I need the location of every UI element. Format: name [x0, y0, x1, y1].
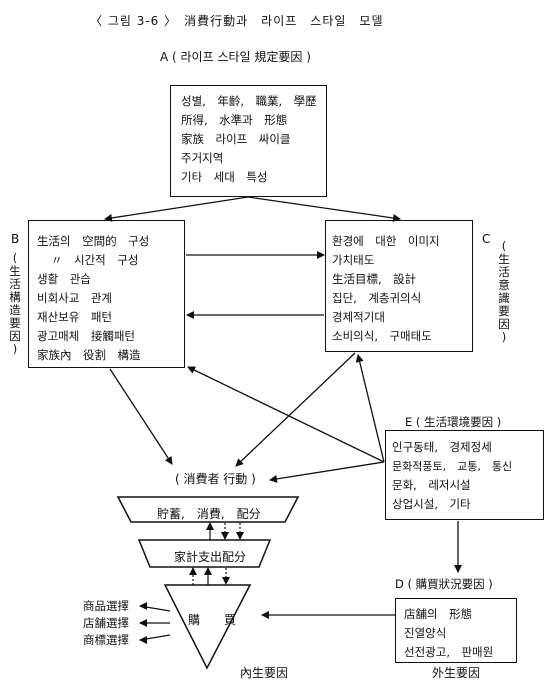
- box-a-line: 성별, 年齡, 職業, 學歷: [181, 94, 317, 108]
- box-d-label: D ( 購買狀況要因 ): [395, 577, 493, 591]
- box-c-line: 환경에 대한 이미지: [332, 234, 440, 248]
- box-b-line: 재산보유 패턴: [37, 310, 112, 324]
- funnel-level-2-label: 家計支出配分: [174, 550, 247, 564]
- box-d-line: 진열양식: [404, 626, 447, 640]
- box-b-letter: B: [11, 232, 20, 246]
- box-d-line: 店舗의 形態: [404, 607, 473, 621]
- arrow-e-to-consumer: [269, 461, 385, 483]
- box-b-line: 生活의 空間的 구성: [37, 234, 150, 248]
- arrow-c-to-consumer: [235, 352, 356, 467]
- funnel-level-3-label: 購 買: [188, 613, 237, 627]
- arrow-e-to-b: [187, 366, 385, 463]
- box-e: 인구동태, 경제정세 문화적풍토, 교통, 통신 문화, 레저시설 상업시설, …: [385, 430, 544, 520]
- selection-brand: 商標選擇: [83, 633, 129, 647]
- funnel-level-1: [116, 496, 300, 523]
- funnel-level-3: [163, 584, 252, 670]
- box-d-line: 선전광고, 판매원: [404, 645, 494, 659]
- box-b-vertical-label: (生活構造要因): [9, 251, 21, 356]
- box-a-line: 所得, 水準과 形態: [181, 113, 288, 127]
- box-b-line: 비회사교 관계: [37, 291, 112, 305]
- arrow-a-to-c: [247, 196, 401, 222]
- funnel-level-1-label: 貯蓄, 消費, 配分: [157, 507, 261, 521]
- box-b-line: 광고매체 接觸패턴: [37, 329, 135, 343]
- box-c: 환경에 대한 이미지 가치태도 生活目標, 設計 집단, 계층귀의식 경제적기대…: [325, 220, 473, 352]
- consumer-behavior-label: ( 消費者 行動 ): [175, 472, 256, 486]
- box-e-line: 문화, 레저시설: [392, 478, 471, 492]
- selection-arrow-3: [139, 634, 171, 641]
- box-b-line: 생활 관습: [37, 272, 91, 286]
- box-e-line: 인구동태, 경제정세: [392, 440, 492, 454]
- box-a-line: 주거지역: [181, 151, 224, 165]
- box-a-label: A ( 라이프 스타일 規定要因 ): [160, 50, 311, 64]
- box-b-line: 〃 시간적 구성: [51, 253, 139, 267]
- funnel-level-2: [137, 539, 272, 568]
- box-c-line: 소비의식, 구매태도: [332, 329, 432, 343]
- figure-title: 〈 그림 3-6 〉 消費行動과 라이프 스타일 모델: [90, 14, 384, 28]
- box-d: 店舗의 形態 진열양식 선전광고, 판매원: [395, 598, 517, 663]
- box-b-line: 家族內 役割 構造: [37, 348, 141, 362]
- arrow-e-to-c: [355, 354, 385, 463]
- box-c-line: 가치태도: [332, 253, 375, 267]
- box-a-line: 家族 라이프 싸이클: [181, 132, 291, 146]
- box-e-line: 상업시설, 기타: [392, 497, 471, 511]
- arrow-b-to-consumer: [109, 368, 173, 465]
- box-a: 성별, 年齡, 職業, 學歷 所得, 水準과 形態 家族 라이프 싸이클 주거지…: [170, 85, 327, 197]
- box-e-line: 문화적풍토, 교통, 통신: [392, 460, 513, 473]
- selection-product: 商品選擇: [83, 599, 129, 613]
- box-c-vertical-label: (生活意識要因): [498, 239, 510, 344]
- box-a-line: 기타 세대 특성: [181, 170, 268, 184]
- selection-arrow-1: [139, 605, 171, 612]
- box-e-label: E ( 生活環境要因 ): [405, 415, 502, 429]
- footer-exogenous: 外生要因: [432, 666, 481, 680]
- selection-store: 店舗選擇: [83, 616, 129, 630]
- footer-endogenous: 內生要因: [240, 666, 289, 680]
- box-c-line: 경제적기대: [332, 310, 385, 324]
- box-c-line: 生活目標, 設計: [332, 272, 417, 286]
- arrow-a-to-b: [104, 196, 249, 222]
- box-c-letter: C: [482, 232, 491, 246]
- box-c-line: 집단, 계층귀의식: [332, 291, 422, 305]
- box-b: 生活의 空間的 구성 〃 시간적 구성 생활 관습 비회사교 관계 재산보유 패…: [28, 220, 185, 368]
